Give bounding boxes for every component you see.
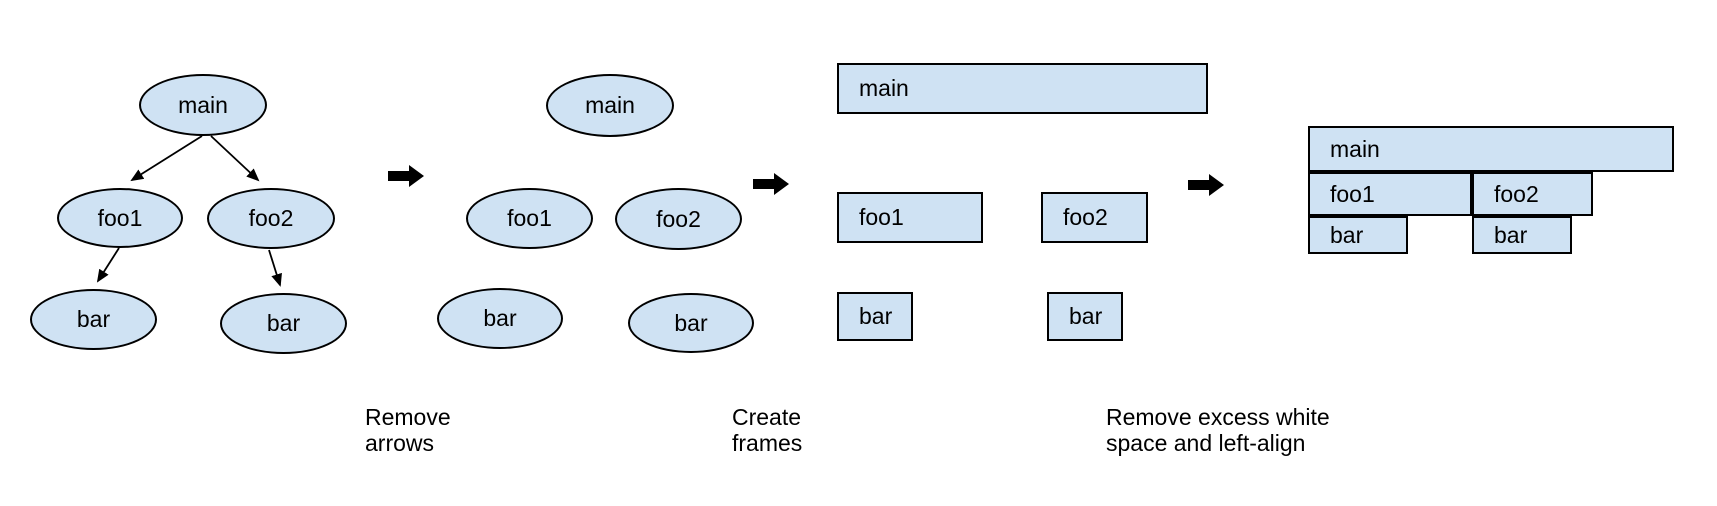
- calltree-node-bar-left: bar: [30, 289, 157, 350]
- transition-caption-remove-whitespace: Remove excess white space and left-align: [1106, 404, 1330, 456]
- calltree-node-bar-right: bar: [220, 293, 347, 354]
- edge-main-foo2-arrow: [210, 135, 260, 182]
- flamegraph-frame-foo2: foo2: [1472, 172, 1593, 216]
- edge-foo1-bar-arrow: [96, 247, 120, 283]
- flamegraph-frame-bar-left: bar: [1308, 216, 1408, 254]
- noarrows-node-bar-right: bar: [628, 293, 754, 353]
- calltree-node-foo1: foo1: [57, 188, 183, 248]
- noarrows-node-foo1: foo1: [466, 188, 593, 249]
- transition-arrow-icon: [1188, 174, 1224, 196]
- frames-node-foo1: foo1: [837, 192, 983, 243]
- transition-caption-remove-arrows: Remove arrows: [365, 404, 451, 456]
- flamegraph-frame-main: main: [1308, 126, 1674, 172]
- flamegraph-frame-foo1: foo1: [1308, 172, 1472, 216]
- frames-node-bar-left: bar: [837, 292, 913, 341]
- edge-foo2-bar-arrow: [268, 249, 282, 287]
- noarrows-node-main: main: [546, 74, 674, 137]
- frames-node-bar-right: bar: [1047, 292, 1123, 341]
- call-tree-edges: [96, 135, 282, 287]
- edge-main-foo1-arrow: [130, 135, 203, 182]
- transition-caption-create-frames: Create frames: [732, 404, 803, 456]
- frames-node-foo2: foo2: [1041, 192, 1148, 243]
- transition-arrow-icon: [388, 165, 424, 187]
- frames-node-main: main: [837, 63, 1208, 114]
- calltree-node-main: main: [139, 74, 267, 136]
- noarrows-node-bar-left: bar: [437, 288, 563, 349]
- flamegraph-frame-bar-right: bar: [1472, 216, 1572, 254]
- calltree-node-foo2: foo2: [207, 188, 335, 249]
- transition-arrow-icon: [753, 173, 789, 195]
- noarrows-node-foo2: foo2: [615, 188, 742, 250]
